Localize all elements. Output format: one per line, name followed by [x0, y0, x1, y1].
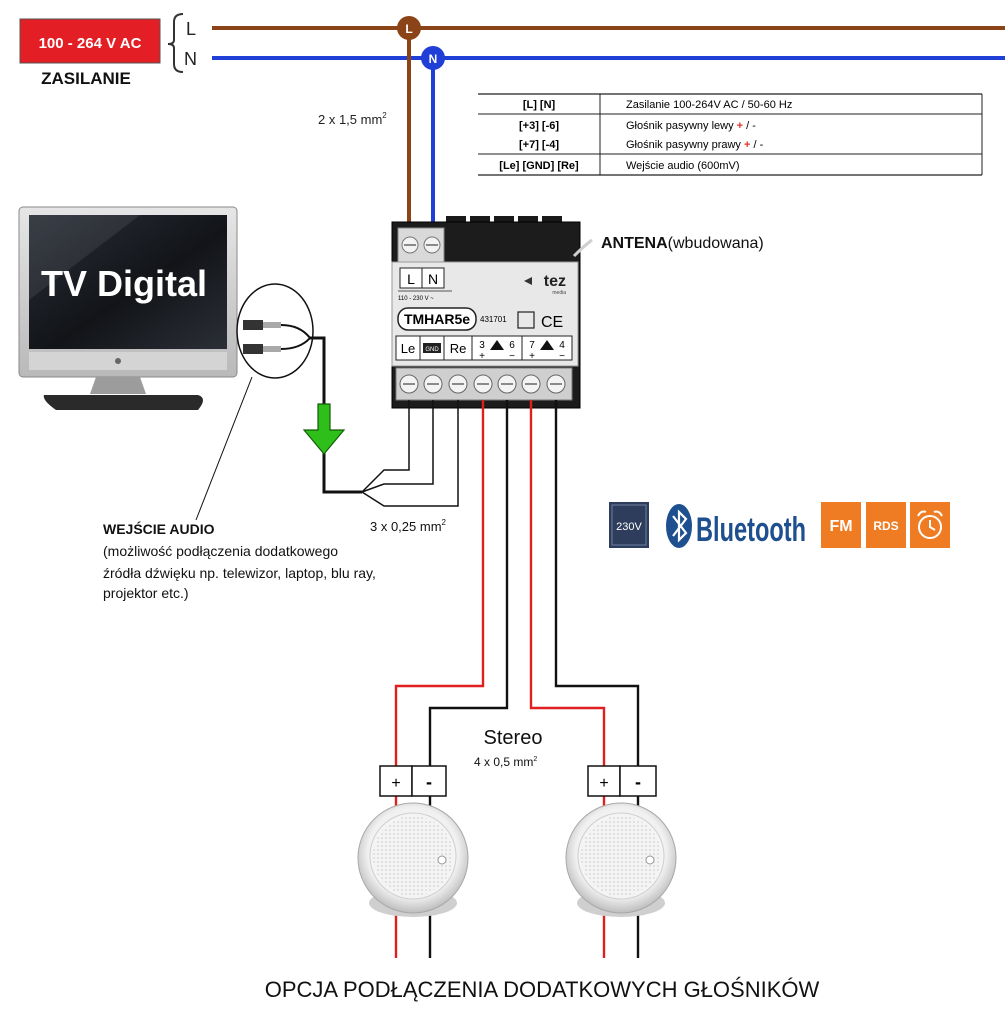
- class-ii-icon: [517, 311, 535, 329]
- model-code: 431701: [480, 315, 507, 324]
- right-ceiling-speaker: [565, 802, 677, 917]
- speaker-left-icon: [490, 340, 504, 350]
- svg-text:−: −: [509, 351, 515, 362]
- alarm-clock-icon: [917, 510, 943, 539]
- left-plus-label: +: [391, 775, 400, 792]
- line-node-label: L: [405, 22, 412, 36]
- terminal-label-re: Re: [450, 341, 467, 356]
- right-plus-label: +: [599, 775, 608, 792]
- left-minus-label: -: [426, 772, 432, 792]
- power-bracket: [167, 13, 184, 73]
- rds-text: RDS: [873, 519, 898, 533]
- power-cable-note: 2 x 1,5 mm2: [318, 111, 387, 127]
- callout-leader: [195, 376, 253, 521]
- voltage-badge: [19, 18, 161, 64]
- neutral-label: N: [184, 49, 197, 69]
- voltage-marking: 110 - 230 V ~: [398, 296, 434, 302]
- antenna-label: ANTENA(wbudowana): [601, 235, 764, 252]
- voltage-230v-badge: [609, 502, 649, 548]
- terminal-label-4: 4: [559, 340, 565, 351]
- spec-row-terminals: [Le] [GND] [Re]: [499, 160, 579, 172]
- svg-text:+: +: [529, 351, 535, 362]
- tv-screen-text: TV Digital: [41, 263, 207, 304]
- neutral-node: [421, 46, 445, 70]
- terminal-label-n: N: [428, 271, 438, 287]
- spec-row-terminals: [+7] [-4]: [519, 139, 559, 151]
- rds-badge: [866, 502, 906, 548]
- right-minus-label: -: [635, 772, 641, 792]
- footer-title: OPCJA PODŁĄCZENIA DODATKOWYCH GŁOŚNIKÓW: [265, 977, 820, 1002]
- voltage-badge-text: 100 - 264 V AC: [39, 35, 142, 52]
- spec-row-description: Głośnik pasywny lewy + / -: [626, 120, 756, 132]
- audio-input-line: (możliwość podłączenia dodatkowego: [103, 543, 338, 559]
- terminal-label-gnd: GND: [425, 347, 439, 353]
- spec-row-description: Głośnik pasywny prawy + / -: [626, 139, 764, 151]
- spec-row-description: Wejście audio (600mV): [626, 160, 740, 172]
- ce-mark: CE: [541, 314, 563, 331]
- spec-row-terminals: [L] [N]: [523, 99, 556, 111]
- spec-row-description: Zasilanie 100-264V AC / 50-60 Hz: [626, 99, 792, 111]
- signal-arrow-icon: [302, 403, 346, 455]
- bluetooth-label: Bluetooth: [696, 511, 806, 549]
- tmhar5e-module: L N 110 - 230 V ~ tez media TMHAR5e 4317…: [391, 216, 593, 409]
- left-minus-terminal: [411, 765, 447, 797]
- speaker-cable-note: 4 x 0,5 mm2: [474, 755, 537, 769]
- stereo-label: Stereo: [484, 727, 543, 749]
- voltage-230v-text: 230V: [616, 521, 642, 533]
- line-label: L: [186, 19, 196, 39]
- brand-arrow-icon: [524, 277, 532, 285]
- svg-text:+: +: [479, 351, 485, 362]
- rca-callout: [236, 283, 314, 379]
- spec-row-terminals: [+3] [-6]: [519, 120, 559, 132]
- fm-text: FM: [829, 518, 852, 535]
- audio-cable-note: 3 x 0,25 mm2: [370, 518, 447, 534]
- power-caption: ZASILANIE: [41, 69, 131, 88]
- terminal-label-le: Le: [401, 341, 415, 356]
- terminal-label-3: 3: [479, 340, 485, 351]
- speaker-right-icon: [540, 340, 554, 350]
- audio-input-title: WEJŚCIE AUDIO: [103, 520, 215, 537]
- audio-input-line: źródła dźwięku np. telewizor, laptop, bl…: [103, 565, 376, 581]
- audio-input-line: projektor etc.): [103, 585, 189, 601]
- neutral-node-label: N: [429, 52, 438, 66]
- rca-plugs-icon: [243, 320, 311, 354]
- left-ceiling-speaker: [357, 802, 469, 917]
- spec-table: [L] [N] Zasilanie 100-264V AC / 50-60 Hz…: [478, 93, 983, 176]
- svg-text:−: −: [559, 351, 565, 362]
- screw-terminals: [399, 374, 566, 394]
- tv-set: [18, 206, 238, 410]
- terminal-label-l: L: [407, 271, 415, 287]
- model-name: TMHAR5e: [404, 311, 470, 327]
- brand-logo: tez: [544, 273, 566, 290]
- terminal-label-7: 7: [529, 340, 535, 351]
- right-minus-terminal: [619, 765, 657, 797]
- bluetooth-icon: [666, 504, 692, 548]
- terminal-label-6: 6: [509, 340, 515, 351]
- fm-badge: [821, 502, 861, 548]
- brand-sub: media: [552, 290, 566, 296]
- line-node: [397, 16, 421, 40]
